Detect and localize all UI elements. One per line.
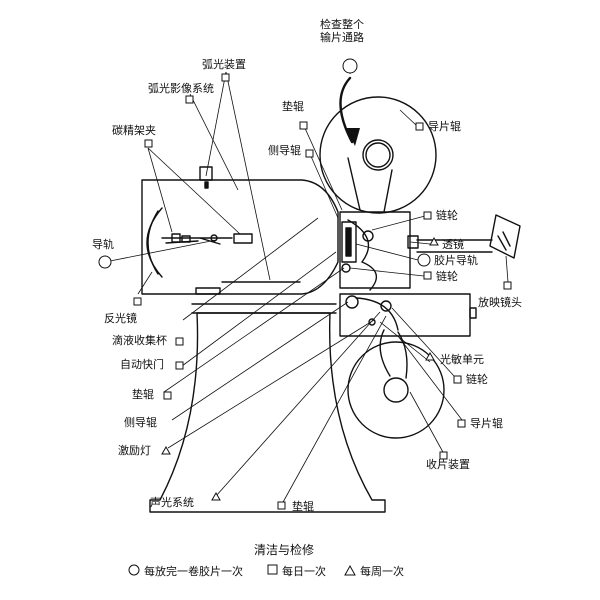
circle-marker — [417, 253, 431, 267]
square-marker — [144, 139, 153, 148]
label-side-guide-lower: 侧导辊 — [124, 416, 157, 429]
legend-circle-text: 每放完一卷胶片一次 — [144, 565, 243, 578]
legend-symbols — [128, 564, 356, 576]
label-sprocket-lower: 链轮 — [466, 373, 488, 386]
sound-head — [339, 293, 471, 337]
triangle-marker — [425, 351, 435, 361]
label-sprocket-upper: 链轮 — [436, 209, 458, 222]
label-exciter-lamp: 激励灯 — [118, 444, 151, 457]
label-guide-roller-lower: 导片辊 — [470, 417, 503, 430]
circle-marker — [98, 255, 112, 269]
square-marker — [423, 211, 432, 220]
legend-circle-icon — [128, 564, 140, 576]
label-lens-transparent: 透镜 — [442, 238, 464, 251]
square-marker — [299, 121, 308, 130]
label-photocell: 光敏单元 — [440, 353, 484, 366]
label-reflector: 反光镜 — [104, 312, 137, 325]
triangle-marker — [429, 236, 439, 246]
legend-triangle-icon — [344, 564, 356, 576]
square-marker — [185, 95, 194, 104]
label-arc-device: 弧光装置 — [202, 58, 246, 71]
triangle-marker — [161, 445, 171, 455]
square-marker — [175, 361, 184, 370]
square-marker — [415, 122, 424, 131]
square-marker — [277, 501, 286, 510]
square-marker — [457, 419, 466, 428]
label-pad-roller-bottom: 垫辊 — [292, 500, 314, 513]
label-takeup: 收片装置 — [426, 458, 470, 471]
label-carbon-holder: 碳精架夹 — [112, 124, 156, 137]
square-marker — [175, 337, 184, 346]
label-check-path: 检查整个输片通路 — [320, 18, 364, 44]
legend-square-icon — [267, 564, 278, 575]
square-marker — [163, 391, 172, 400]
square-marker — [439, 451, 448, 460]
label-pad-roller-mid: 垫辊 — [132, 388, 154, 401]
square-marker — [305, 149, 314, 158]
label-projection-lens: 放映镜头 — [478, 296, 522, 309]
triangle-marker — [211, 491, 221, 501]
legend-square-text: 每日一次 — [282, 565, 326, 578]
square-marker — [423, 271, 432, 280]
reflector-shape — [146, 207, 163, 278]
label-drip-cup: 滴液收集杯 — [112, 334, 167, 347]
film-head — [339, 211, 411, 289]
label-sprocket-middle: 链轮 — [436, 270, 458, 283]
label-arc-optics: 弧光影像系统 — [148, 82, 214, 95]
label-guide-roller-top: 导片辊 — [428, 120, 461, 133]
circle-marker — [342, 58, 358, 74]
takeup-reel — [347, 341, 445, 439]
label-film-gate: 胶片导轨 — [434, 254, 478, 267]
square-marker — [133, 297, 142, 306]
label-side-guide-top: 侧导辊 — [268, 144, 301, 157]
square-marker — [221, 73, 230, 82]
legend-triangle-text: 每周一次 — [360, 565, 404, 578]
pedestal — [149, 312, 386, 513]
diagram-title: 清洁与检修 — [254, 543, 315, 557]
label-pad-roller-top: 垫辊 — [282, 100, 304, 113]
label-guide-rail: 导轨 — [92, 238, 114, 251]
feed-reel — [319, 96, 437, 214]
label-auto-shutter: 自动快门 — [120, 358, 164, 371]
square-marker — [453, 375, 462, 384]
square-marker — [503, 281, 512, 290]
screen-plate — [489, 214, 521, 259]
label-sound-optics: 声光系统 — [150, 496, 194, 509]
